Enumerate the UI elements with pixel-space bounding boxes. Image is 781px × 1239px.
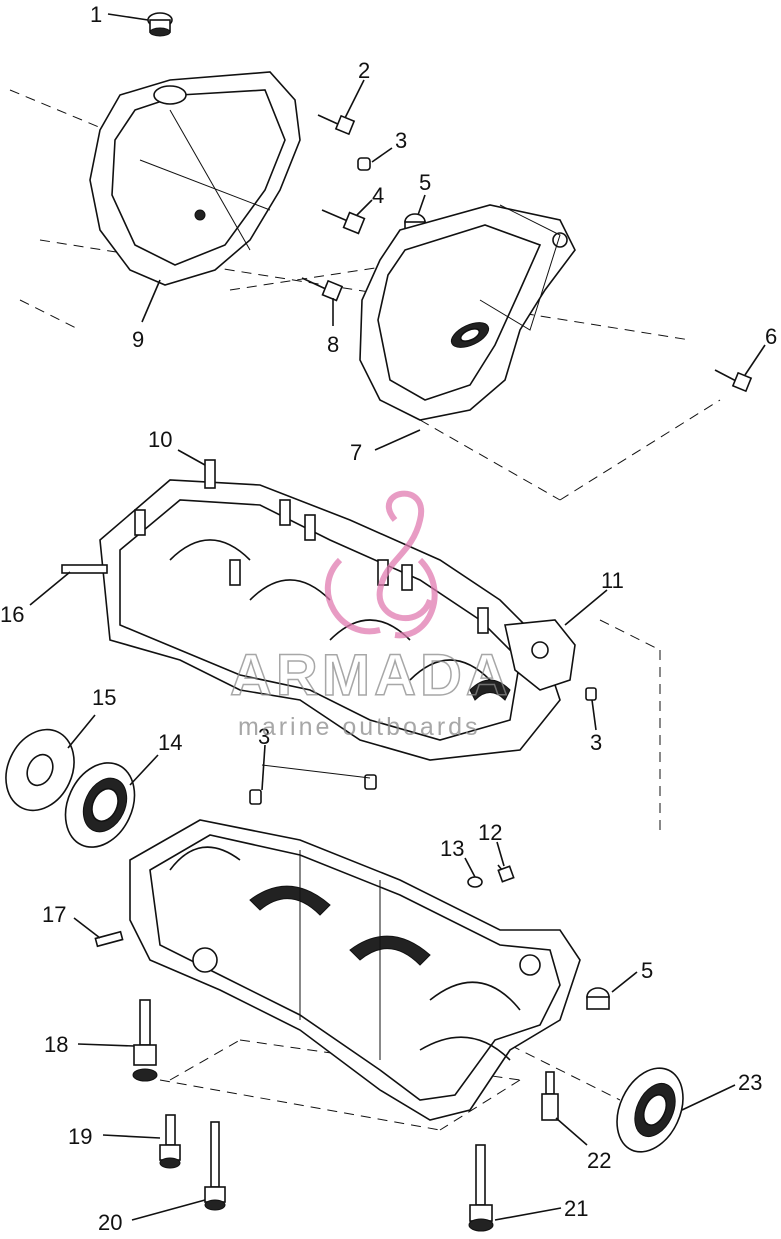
seal-23 (616, 1067, 684, 1153)
callout-22: 22 (587, 1148, 611, 1173)
callout-23: 23 (738, 1070, 762, 1095)
bolt-22 (541, 1071, 559, 1121)
callout-21: 21 (564, 1196, 588, 1221)
callout-5-top: 5 (419, 170, 431, 195)
lower-crankcase (129, 819, 581, 1121)
pin-17 (94, 930, 124, 948)
callout-4: 4 (372, 183, 384, 208)
bolt-2 (317, 114, 356, 136)
watermark: ARMADA marine outboards (229, 490, 512, 741)
part-9-end-cover (89, 71, 301, 286)
callout-13: 13 (440, 836, 464, 861)
callout-10: 10 (148, 427, 172, 452)
callout-3-middle: 3 (258, 724, 270, 749)
callout-14: 14 (158, 730, 182, 755)
callout-17: 17 (42, 902, 66, 927)
watermark-logo-icon (324, 490, 438, 639)
callout-3-top: 3 (395, 128, 407, 153)
callout-16: 16 (0, 602, 24, 627)
callout-20: 20 (98, 1210, 122, 1235)
upper-crankcase (61, 459, 576, 761)
bolt-19 (159, 1114, 181, 1169)
callout-2: 2 (358, 58, 370, 83)
pin-3-right (585, 687, 597, 701)
callout-15: 15 (92, 685, 116, 710)
callout-9: 9 (132, 327, 144, 352)
bolt-12 (497, 864, 515, 883)
part-1-plug (147, 12, 173, 37)
watermark-tagline: marine outboards (238, 713, 481, 741)
callout-6: 6 (765, 324, 777, 349)
seal-15 (5, 728, 75, 812)
bolt-18 (132, 999, 158, 1082)
sleeve-5-lower (586, 987, 610, 1010)
leader-lines (29, 13, 766, 1221)
bolt-21 (468, 1144, 494, 1232)
part-7-end-cover (359, 204, 576, 421)
washer-13 (467, 876, 483, 888)
pin-3-middle (249, 764, 377, 805)
callout-5-lower: 5 (641, 958, 653, 983)
bolt-6 (714, 369, 753, 393)
callout-8: 8 (327, 332, 339, 357)
pin-3-top (357, 157, 371, 171)
seal-14 (64, 762, 136, 848)
watermark-brand: ARMADA (230, 643, 512, 708)
callout-7: 7 (350, 440, 362, 465)
bolt-20 (204, 1121, 226, 1211)
callout-11: 11 (601, 568, 624, 593)
callout-12: 12 (478, 820, 502, 845)
callout-18: 18 (44, 1032, 68, 1057)
callout-1: 1 (90, 2, 102, 27)
bolt-8 (301, 277, 344, 302)
callout-3-right: 3 (590, 730, 602, 755)
callout-19: 19 (68, 1124, 92, 1149)
bolt-4 (321, 209, 366, 235)
